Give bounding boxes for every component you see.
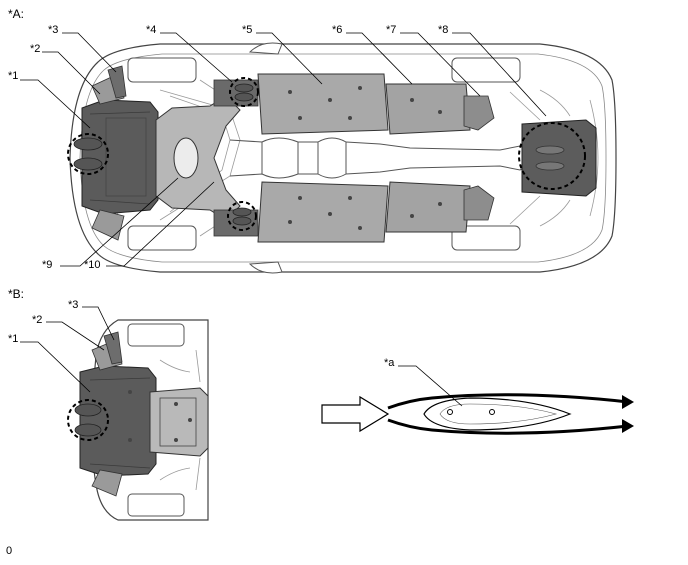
illustration-code: 0 (6, 545, 13, 557)
callout-10: *10 (84, 259, 101, 271)
highlight-circle-front (67, 133, 109, 175)
callout-9: *9 (42, 259, 53, 271)
floor-under-cover-lower (257, 181, 389, 243)
callout-7: *7 (386, 24, 397, 36)
callout-b-2: *2 (32, 314, 43, 326)
fin-part (423, 397, 572, 431)
view-b-front-detail (20, 306, 209, 521)
rear-floor-cover-upper (385, 83, 471, 135)
section-label-b: *B: (8, 287, 25, 301)
rear-floor-cover-lower (385, 181, 471, 233)
callout-4: *4 (146, 24, 157, 36)
highlight-circle-lower-mid (227, 201, 257, 231)
wheel-rear-left (451, 57, 521, 83)
callout-b-1: *1 (8, 333, 19, 345)
highlight-circle-b (67, 399, 109, 441)
section-label-a: *A: (8, 7, 25, 21)
callout-6: *6 (332, 24, 343, 36)
callout-1: *1 (8, 70, 19, 82)
callout-5: *5 (242, 24, 253, 36)
wheel-front-right (127, 225, 197, 251)
floor-under-cover-upper (257, 73, 389, 135)
callout-b-3: *3 (68, 299, 79, 311)
callout-8: *8 (438, 24, 449, 36)
wheel-front-left (127, 57, 197, 83)
wheel-rear-right (451, 225, 521, 251)
engine-under-cover (81, 99, 159, 215)
highlight-circle-upper-mid (229, 77, 259, 107)
airflow-detail (321, 365, 634, 435)
callout-a: *a (384, 357, 395, 369)
airflow-inlet-arrow (321, 395, 390, 433)
callout-2: *2 (30, 43, 41, 55)
view-a-underbody (20, 32, 617, 274)
callout-3: *3 (48, 24, 59, 36)
highlight-circle-rear (518, 122, 586, 190)
